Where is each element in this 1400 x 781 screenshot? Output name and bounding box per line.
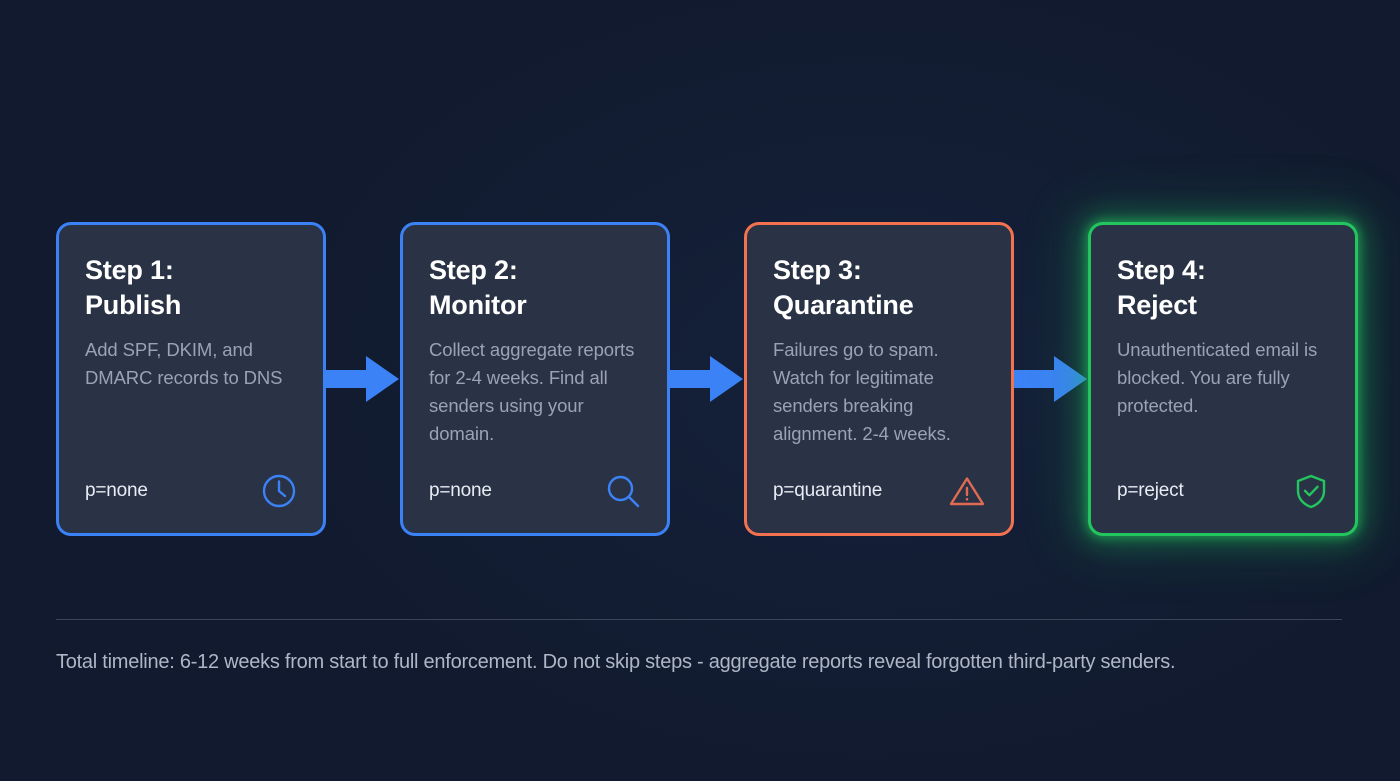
step-footer: p=none xyxy=(85,471,299,511)
clock-icon xyxy=(259,471,299,511)
step-title: Step 1: Publish xyxy=(85,255,182,320)
step-card-publish[interactable]: Step 1: Publish Add SPF, DKIM, and DMARC… xyxy=(56,222,326,536)
arrow-step1-to-step2 xyxy=(326,354,400,404)
step-footer: p=reject xyxy=(1117,471,1331,511)
search-icon xyxy=(603,471,643,511)
section-divider xyxy=(56,619,1342,620)
step-description: Collect aggregate reports for 2-4 weeks.… xyxy=(429,339,635,445)
warning-triangle-icon xyxy=(947,471,987,511)
arrow-step2-to-step3 xyxy=(670,354,744,404)
step-description: Add SPF, DKIM, and DMARC records to DNS xyxy=(85,339,283,389)
step-card-monitor[interactable]: Step 2: Monitor Collect aggregate report… xyxy=(400,222,670,536)
step-card-reject[interactable]: Step 4: Reject Unauthenticated email is … xyxy=(1088,222,1358,536)
step-title: Step 3: Quarantine xyxy=(773,255,914,320)
policy-tag: p=none xyxy=(85,480,148,501)
step-card-quarantine[interactable]: Step 3: Quarantine Failures go to spam. … xyxy=(744,222,1014,536)
step-title: Step 4: Reject xyxy=(1117,255,1206,320)
step-title: Step 2: Monitor xyxy=(429,255,527,320)
step-footer: p=none xyxy=(429,471,643,511)
timeline-footnote: Total timeline: 6-12 weeks from start to… xyxy=(56,651,1176,673)
arrow-step3-to-step4 xyxy=(1014,354,1088,404)
policy-tag: p=reject xyxy=(1117,480,1184,501)
step-description: Unauthenticated email is blocked. You ar… xyxy=(1117,339,1318,417)
policy-tag: p=none xyxy=(429,480,492,501)
shield-check-icon xyxy=(1291,471,1331,511)
policy-tag: p=quarantine xyxy=(773,480,883,501)
dmarc-rollout-flow: Step 1: Publish Add SPF, DKIM, and DMARC… xyxy=(56,222,1358,536)
step-description: Failures go to spam. Watch for legitimat… xyxy=(773,339,951,445)
step-footer: p=quarantine xyxy=(773,471,987,511)
